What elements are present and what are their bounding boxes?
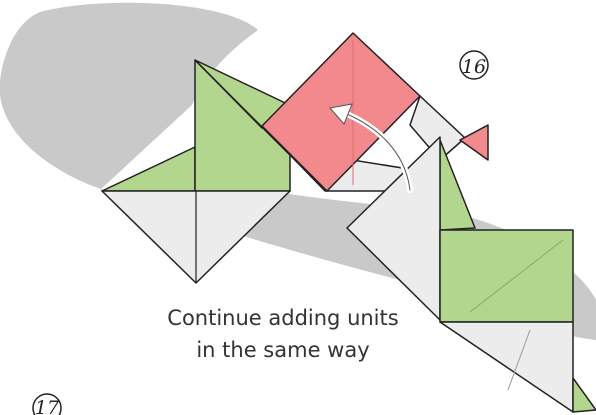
small-pink-flap [459, 124, 489, 161]
fold-arrow-outline [341, 111, 411, 191]
bottom-green-tip [572, 377, 596, 413]
step-16-badge [459, 50, 489, 80]
step-17-label: 17 [35, 397, 60, 415]
fold-arrowhead [329, 103, 353, 125]
step-17-badge [32, 393, 62, 415]
right-lower-crease [507, 329, 531, 391]
right-green-flap [439, 139, 476, 231]
instruction-line-1: Continue adding units [167, 306, 399, 330]
instruction-line-2: in the same way [196, 338, 370, 362]
right-white-kite [346, 136, 441, 321]
instruction-text: Continue adding units in the same way [118, 302, 448, 366]
step-16-label: 16 [462, 56, 486, 78]
right-lower-white [439, 321, 574, 413]
right-square-diagonal [469, 239, 564, 313]
right-green-square [439, 229, 574, 323]
